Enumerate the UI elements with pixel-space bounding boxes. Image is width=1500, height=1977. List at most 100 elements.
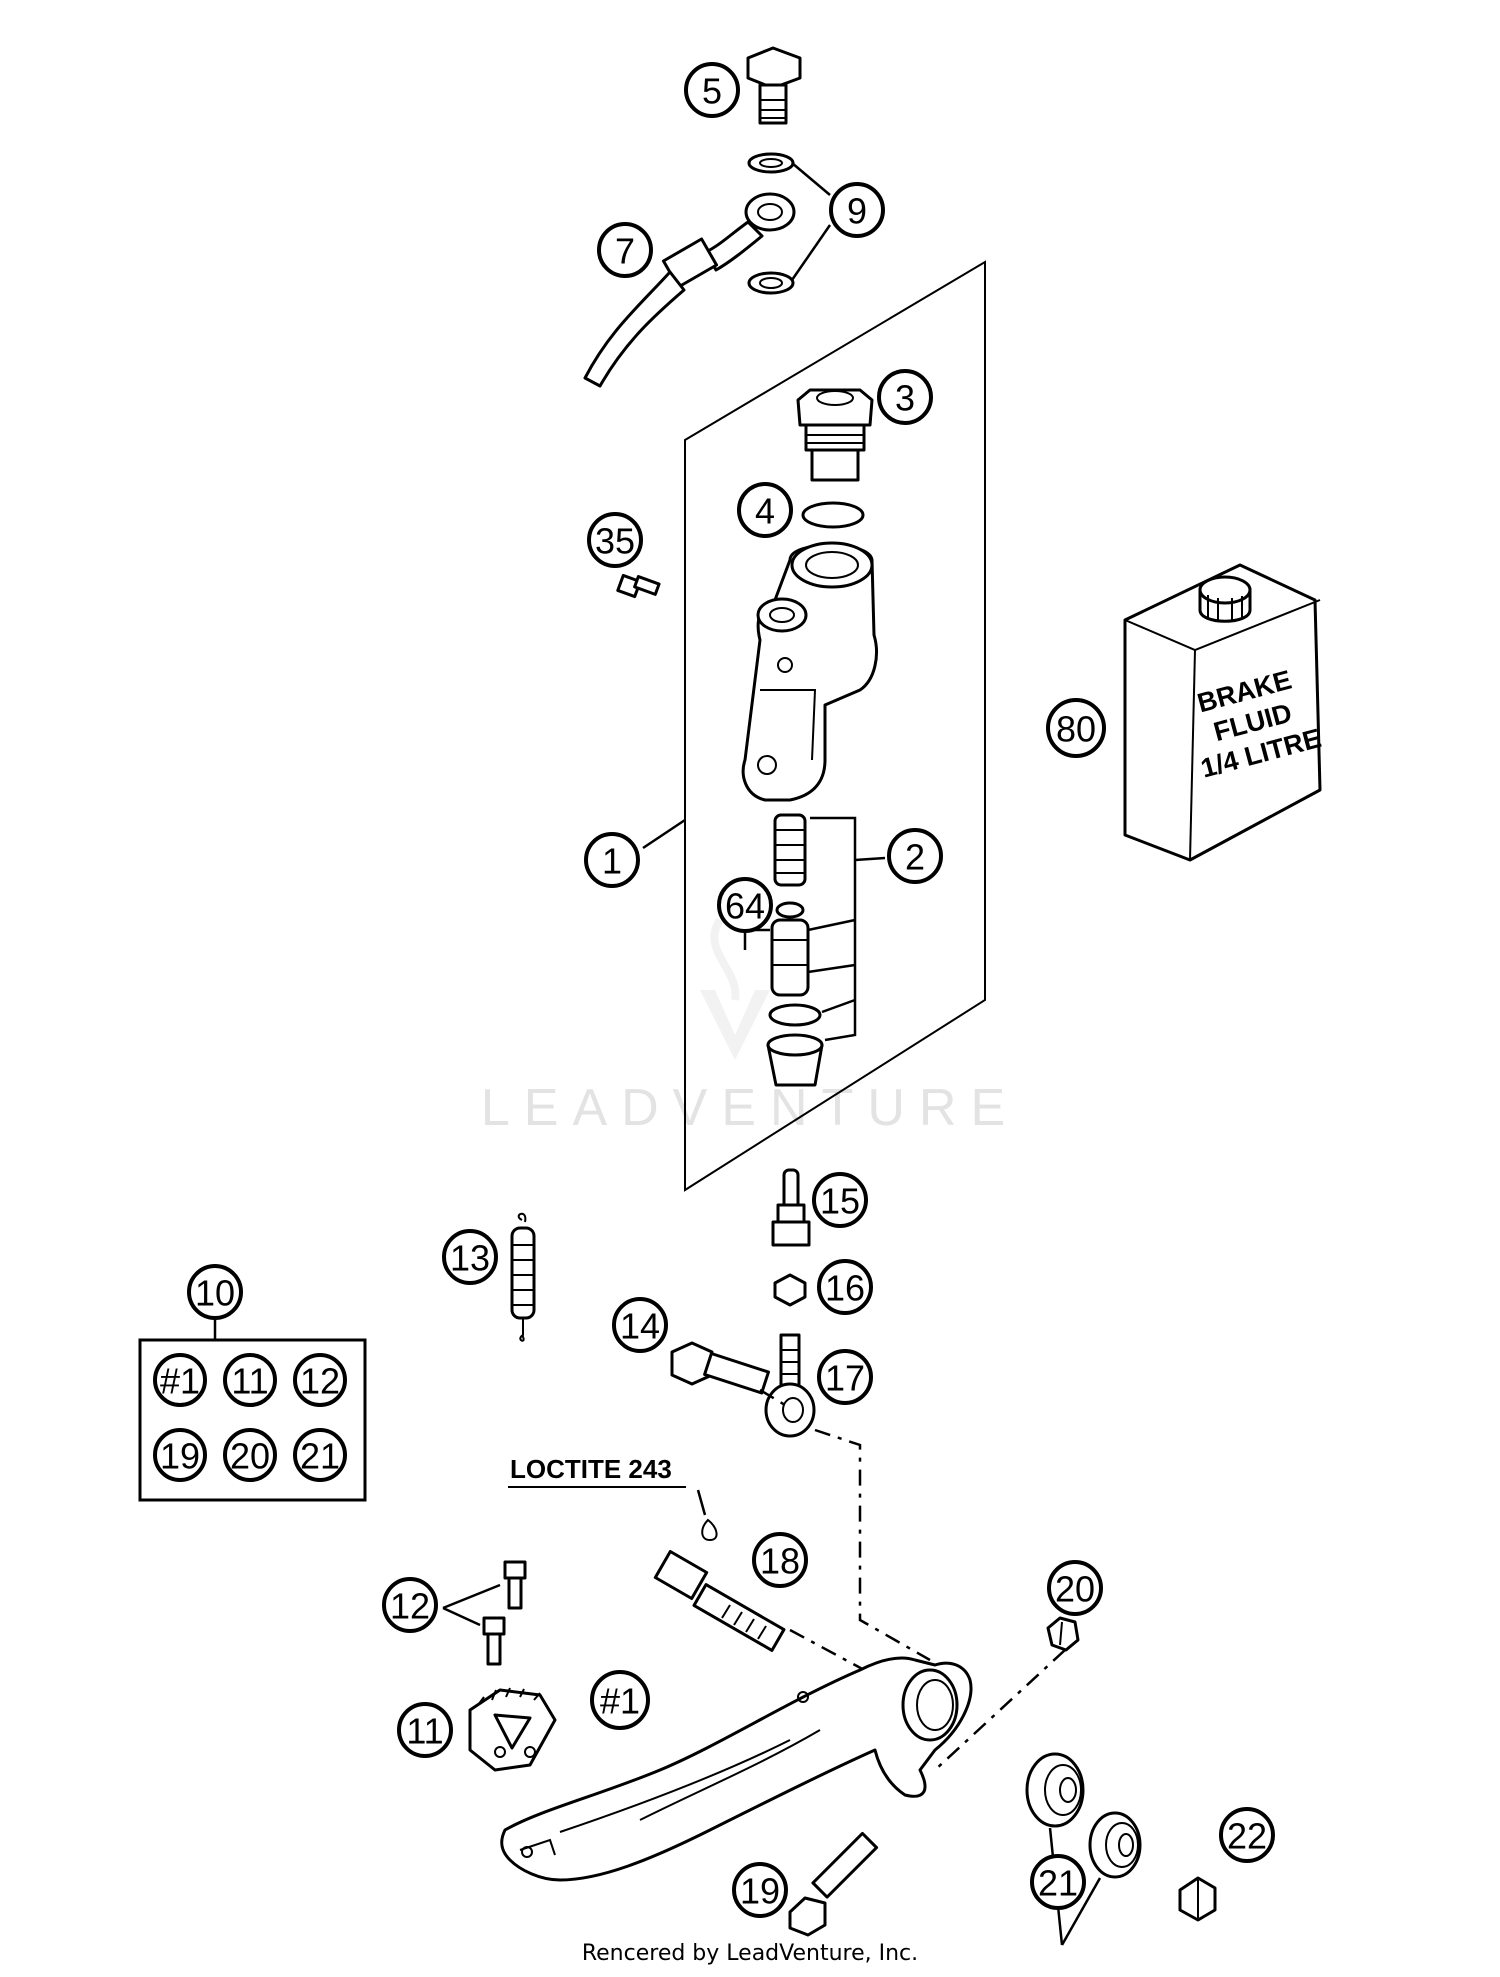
callout-22: 22 — [1219, 1807, 1275, 1863]
footer-credit: Rencered by LeadVenture, Inc. — [582, 1941, 918, 1966]
callout-number: 64 — [725, 886, 765, 927]
brake-pedal-bolt — [653, 1550, 786, 1652]
callout-number: 7 — [615, 231, 635, 272]
callout-circle — [877, 369, 933, 425]
callout-circle — [584, 832, 640, 888]
callout-number: 1 — [602, 841, 622, 882]
callout-12: 12 — [382, 1577, 438, 1633]
kit-item-circle — [293, 1353, 347, 1407]
callout-9: 9 — [829, 182, 885, 238]
callout-circle — [590, 1670, 650, 1730]
banjo-bolt — [746, 46, 802, 125]
callout-1: 1 — [584, 832, 640, 888]
kit-item-number: 21 — [300, 1436, 340, 1477]
callout-circle — [717, 877, 773, 933]
callout-number: 16 — [825, 1268, 865, 1309]
callout-circle — [684, 62, 740, 118]
callout-circle — [737, 482, 793, 538]
callout-14: 14 — [612, 1297, 668, 1353]
watermark-text: LEADVENTURE — [481, 1079, 1019, 1137]
callout-circle — [587, 512, 643, 568]
pedal-bearings — [1025, 1752, 1142, 1879]
kit-item-hash1: #1 — [153, 1353, 207, 1407]
pivot-bolt — [670, 1341, 770, 1395]
callout-number: 3 — [895, 378, 915, 419]
callout-21: 21 — [1030, 1854, 1086, 1910]
kit-item-circle — [293, 1428, 347, 1482]
kit-item-19: 19 — [153, 1428, 207, 1482]
callout-circle — [597, 222, 653, 278]
callout-circle — [382, 1577, 438, 1633]
callout-number: 21 — [1038, 1863, 1078, 1904]
callout-number: 10 — [195, 1273, 235, 1314]
stop-bolt — [788, 1831, 879, 1937]
callout-16: 16 — [817, 1259, 873, 1315]
pedal-nut — [1046, 1616, 1080, 1652]
callout-number: 12 — [390, 1586, 430, 1627]
kit-item-11: 11 — [223, 1353, 277, 1407]
callout-hash1: #1 — [590, 1670, 650, 1730]
callout-circle — [1047, 1560, 1103, 1616]
callout-18: 18 — [752, 1532, 808, 1588]
return-spring — [510, 1212, 536, 1342]
kit-item-number: #1 — [160, 1361, 200, 1402]
loctite-drop — [701, 1518, 718, 1542]
master-cylinder-body — [741, 541, 878, 802]
callout-11: 11 — [397, 1702, 453, 1758]
callout-number: 15 — [820, 1181, 860, 1222]
assembly-axis — [814, 1428, 931, 1662]
kit-item-number: 11 — [231, 1361, 268, 1402]
o-ring — [801, 501, 865, 529]
kit-item-number: 12 — [300, 1361, 340, 1402]
piston-kit — [766, 813, 824, 1087]
callout-circle — [1046, 698, 1106, 758]
callout-5: 5 — [684, 62, 740, 118]
callout-circle — [752, 1532, 808, 1588]
kit-item-circle — [223, 1353, 277, 1407]
callout-number: 20 — [1055, 1569, 1095, 1610]
callout-7: 7 — [597, 222, 653, 278]
washer-top — [747, 152, 795, 174]
callout-circle — [187, 1264, 243, 1320]
callout-circle — [817, 1259, 873, 1315]
callout-circle — [887, 828, 943, 884]
callout-number: 13 — [450, 1238, 490, 1279]
callout-3: 3 — [877, 369, 933, 425]
callout-19: 19 — [732, 1862, 788, 1918]
callout-10: 10 — [187, 1264, 243, 1320]
callout-circle — [612, 1297, 668, 1353]
callout-number: 17 — [825, 1358, 865, 1399]
callout-number: 80 — [1056, 709, 1096, 750]
callout-circle — [1219, 1807, 1275, 1863]
callout-15: 15 — [812, 1172, 868, 1228]
kit-item-20: 20 — [223, 1428, 277, 1482]
callout-64: 64 — [717, 877, 773, 933]
kit-item-number: 19 — [160, 1436, 200, 1477]
callout-80: 80 — [1046, 698, 1106, 758]
kit-item-number: 20 — [230, 1436, 270, 1477]
callout-circle — [397, 1702, 453, 1758]
kit-box-items: #1 11 12 19 20 21 — [153, 1353, 347, 1482]
bleeder-valve — [771, 1168, 811, 1247]
callout-number: 9 — [847, 191, 867, 232]
callout-circle — [732, 1862, 788, 1918]
callout-circle — [442, 1229, 498, 1285]
callout-number: 11 — [406, 1711, 443, 1752]
brake-fluid-can: BRAKE FLUID 1/4 LITRE — [1123, 563, 1324, 862]
callout-number: 4 — [755, 491, 775, 532]
callout-2: 2 — [887, 828, 943, 884]
assembly-outline — [684, 260, 986, 1192]
washer-bottom — [747, 271, 795, 295]
push-rod-end — [764, 1333, 816, 1438]
callout-17: 17 — [817, 1349, 873, 1405]
footrest-tread — [468, 1687, 557, 1772]
callout-35: 35 — [587, 512, 643, 568]
callout-number: 22 — [1227, 1816, 1267, 1857]
callout-number: 2 — [905, 837, 925, 878]
piston-kit-bracket — [810, 816, 857, 1042]
callout-13: 13 — [442, 1229, 498, 1285]
callout-circle — [1030, 1854, 1086, 1910]
callout-circle — [817, 1349, 873, 1405]
